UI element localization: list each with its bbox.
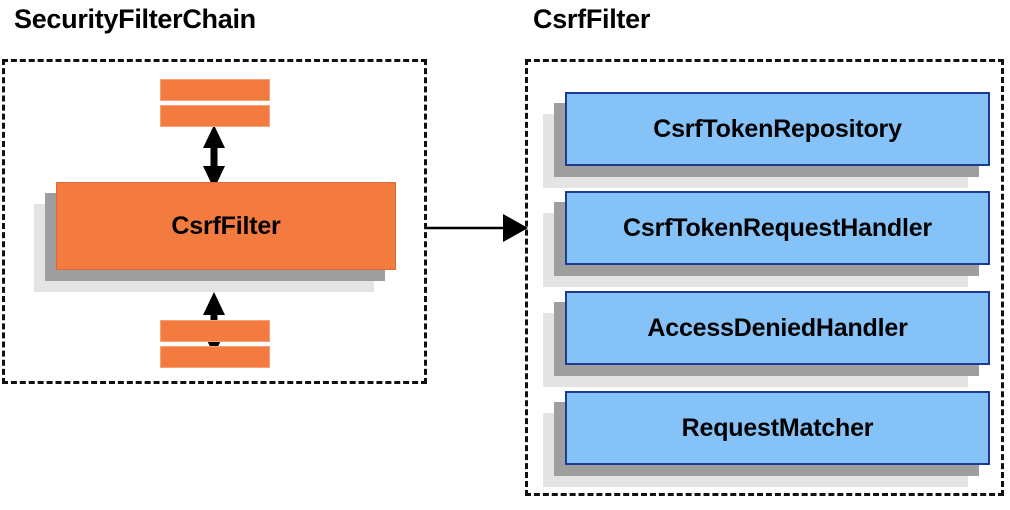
filter-strip-upper-2 (160, 105, 270, 127)
securityfilterchain-title: SecurityFilterChain (14, 4, 256, 34)
component-card-face: AccessDeniedHandler (565, 291, 990, 365)
component-card-face: CsrfTokenRepository (565, 92, 990, 166)
csrffilter-group-box (525, 59, 1004, 496)
csrffilter-block-label: CsrfFilter (171, 211, 281, 240)
component-card-csrftokenrequesthandler[interactable]: CsrfTokenRequestHandler (543, 191, 990, 287)
component-card-csrftokenrepository[interactable]: CsrfTokenRepository (543, 92, 990, 188)
securityfilterchain-to-csrffilter-arrow (424, 214, 528, 242)
component-card-face: RequestMatcher (565, 391, 990, 465)
component-label: CsrfTokenRequestHandler (623, 213, 932, 242)
component-label: CsrfTokenRepository (653, 114, 902, 143)
filter-strip-upper-1 (160, 79, 270, 101)
csrffilter-block-face: CsrfFilter (56, 182, 396, 270)
component-card-requestmatcher[interactable]: RequestMatcher (543, 391, 990, 487)
securityfilterchain-group-box (2, 59, 427, 384)
component-label: RequestMatcher (681, 413, 874, 442)
upper-bidirectional-arrow (203, 125, 225, 189)
component-card-face: CsrfTokenRequestHandler (565, 191, 990, 265)
csrffilter-title: CsrfFilter (533, 4, 651, 34)
csrffilter-block[interactable]: CsrfFilter (34, 182, 396, 292)
filter-strip-lower-1 (160, 320, 270, 342)
filter-strip-lower-2 (160, 346, 270, 368)
component-label: AccessDeniedHandler (647, 313, 908, 342)
component-card-accessdeniedhandler[interactable]: AccessDeniedHandler (543, 291, 990, 387)
